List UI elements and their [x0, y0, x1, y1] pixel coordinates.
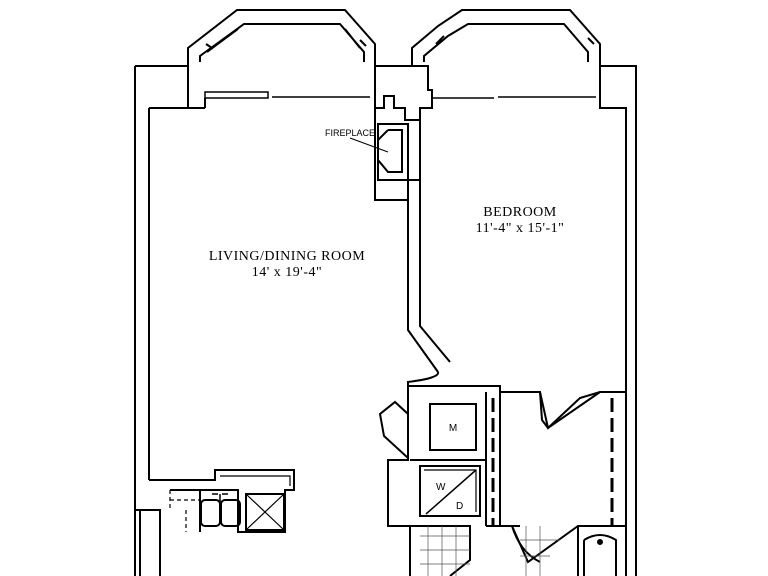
- bath-tile-grid: [420, 526, 560, 576]
- bedroom-size: 11'-4" x 15'-1": [476, 221, 565, 236]
- bedroom-name: BEDROOM: [483, 205, 557, 220]
- faucet: [212, 493, 228, 508]
- walls: [134, 9, 637, 576]
- living-bay-inner: [204, 91, 370, 99]
- dividing-wall: [407, 120, 451, 373]
- fireplace-label: FIREPLACE: [325, 128, 375, 138]
- washer-dryer-diag: [425, 469, 477, 515]
- fireplace-shape: [377, 123, 409, 181]
- bedroom-right-wall: [599, 65, 637, 576]
- center-column: [374, 65, 433, 121]
- hall-top-wall: [408, 385, 626, 430]
- dividing-wall-cap: [374, 108, 408, 201]
- bedroom-bay-inner: [432, 96, 596, 99]
- microwave-label: M: [449, 423, 457, 434]
- living-door-swing: [407, 371, 440, 392]
- living-top-left-cap: [135, 65, 189, 109]
- range-box: [245, 493, 285, 531]
- bathtub: [577, 525, 626, 576]
- bath-walls: [410, 525, 626, 576]
- tub-drain: [597, 539, 603, 545]
- living-room-name: LIVING/DINING ROOM: [209, 249, 365, 264]
- sink-right-basin: [220, 499, 241, 527]
- wd-inner: [424, 469, 477, 512]
- range-cross: [245, 493, 285, 531]
- counter-left-block: [135, 509, 161, 576]
- bath-door-swing: [511, 525, 541, 563]
- sink-left-basin: [200, 499, 221, 527]
- bedroom-door-swing: [539, 391, 601, 430]
- living-room-size: 14' x 19'-4": [252, 265, 322, 280]
- kitchen-counter: [149, 469, 295, 533]
- bedroom-bay-window: [411, 9, 601, 66]
- living-top-wall: [188, 98, 206, 109]
- washer-dryer-box: [419, 465, 481, 517]
- living-left-wall: [134, 66, 150, 576]
- closet-door-swing: [378, 400, 409, 461]
- fireplace-leader: [349, 137, 389, 153]
- living-bay-window: [187, 9, 376, 66]
- microwave-box: [429, 403, 477, 451]
- kitchen-cabinet-dash: [169, 490, 200, 532]
- hall-left-wall: [387, 382, 411, 576]
- dryer-label: D: [456, 501, 463, 512]
- hall-closet-walls: [410, 392, 520, 527]
- washer-label: W: [436, 482, 446, 493]
- kitchen-counter-inner: [220, 475, 291, 486]
